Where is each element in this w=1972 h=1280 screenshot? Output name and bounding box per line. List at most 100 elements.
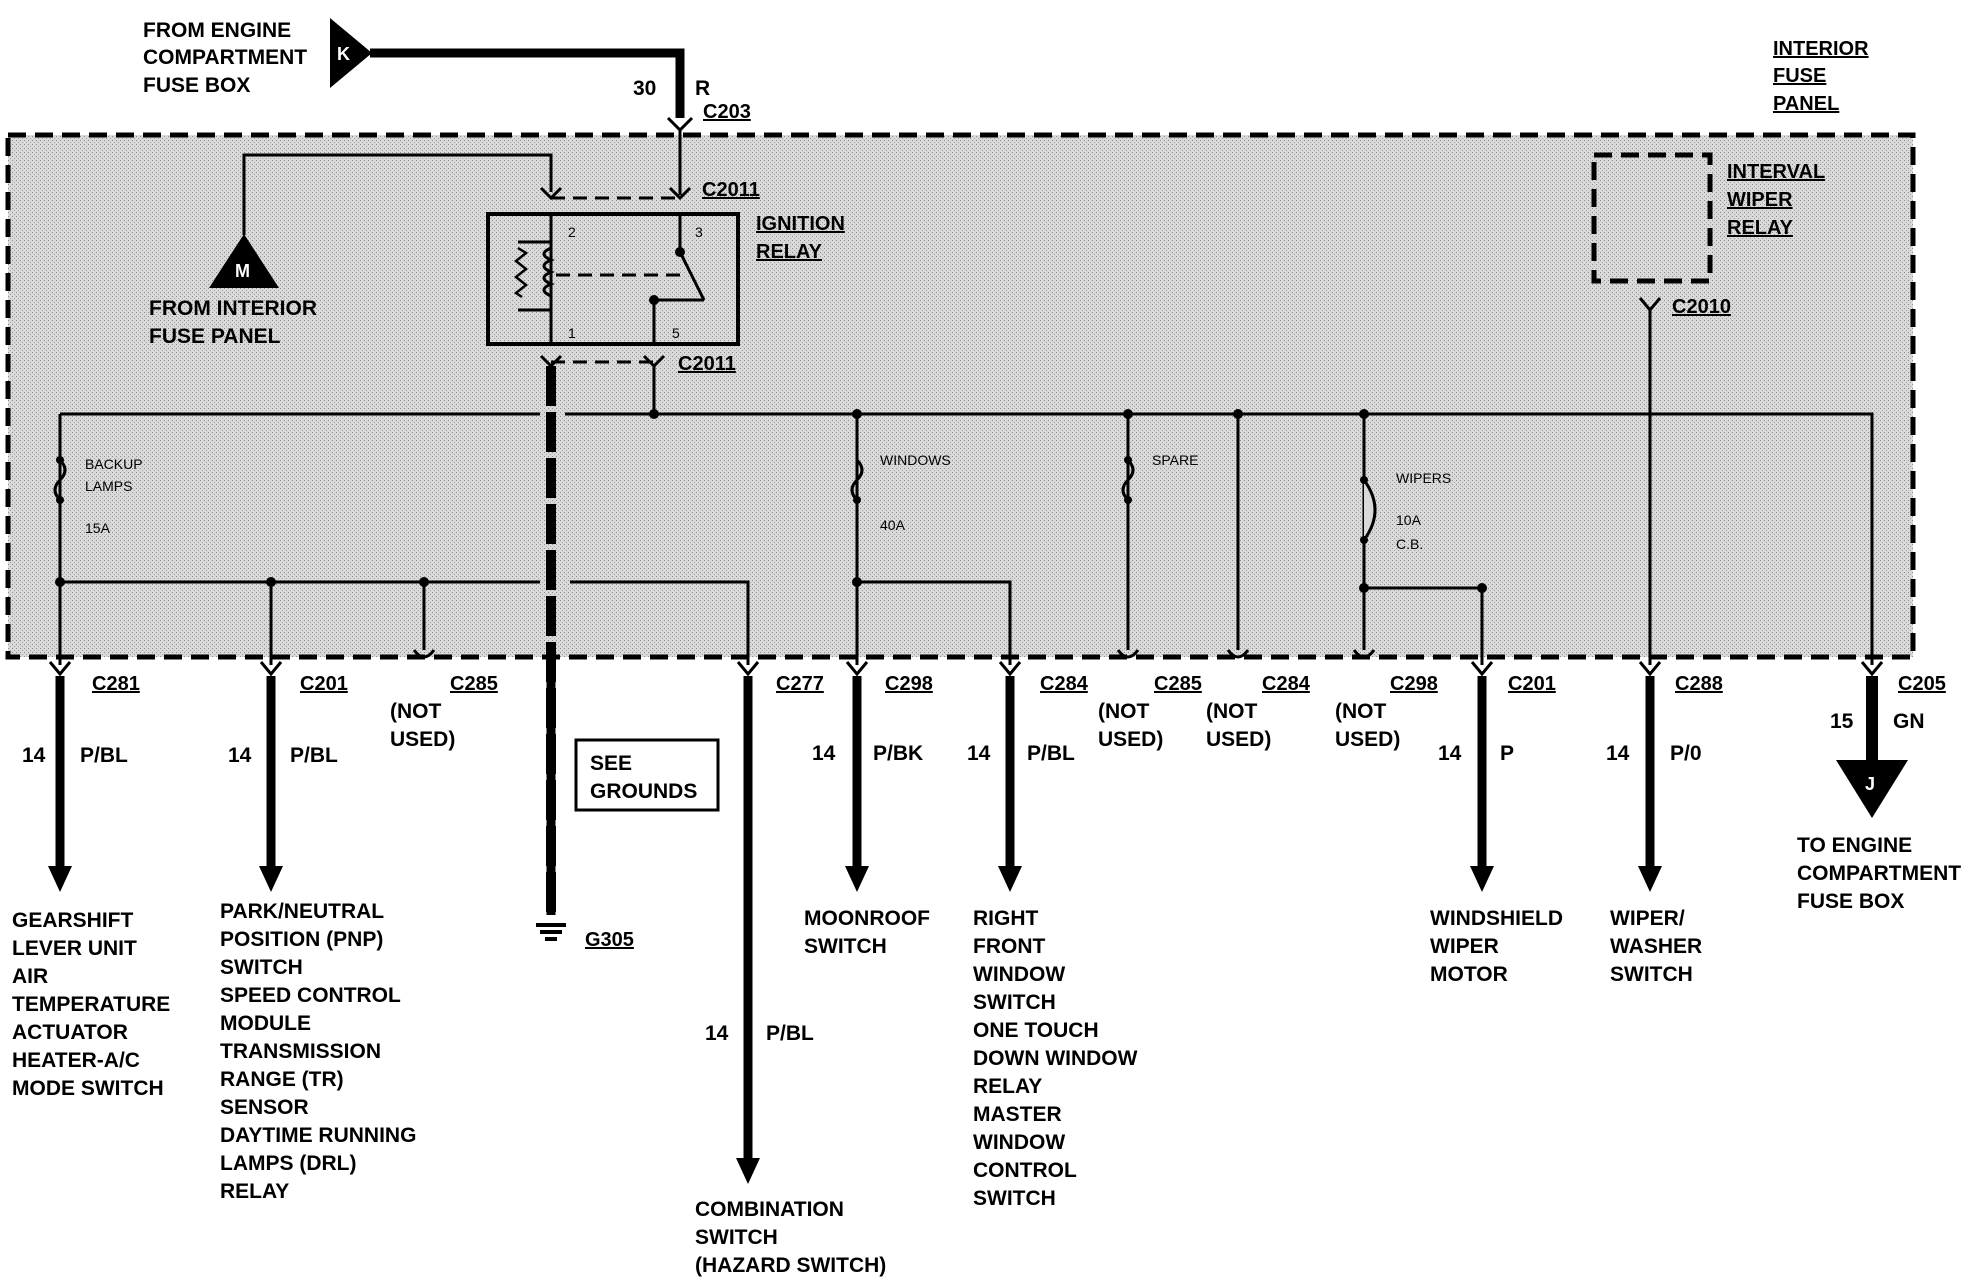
connector-c284a: C284	[1040, 673, 1089, 695]
c201b-terminal	[1470, 661, 1494, 677]
c298b-terminal	[1352, 649, 1376, 659]
dest-moonroof: MOONROOF SWITCH	[804, 907, 936, 958]
interior-fuse-panel-line3: PANEL	[1773, 93, 1839, 115]
c2011-top-terminal-left	[539, 186, 563, 201]
feed-gauge: 30	[633, 77, 656, 100]
out-c281-arrow	[48, 866, 72, 892]
connector-c201a: C201	[300, 673, 348, 695]
c285b-status2: USED)	[1098, 728, 1163, 751]
see-grounds-line2: GROUNDS	[590, 780, 697, 803]
c284b-status1: (NOT	[1206, 700, 1257, 723]
connector-c298a: C298	[885, 673, 933, 695]
bus-node-wipers	[1359, 409, 1369, 419]
from-engine-line1: FROM ENGINE	[143, 19, 291, 42]
c2011-top-terminal-right	[668, 186, 692, 201]
relay-pin-3: 3	[695, 224, 703, 240]
c284a-gauge: 14	[967, 742, 991, 765]
c277-terminal	[736, 661, 760, 677]
interior-fuse-panel-line1: INTERIOR	[1773, 38, 1869, 60]
out-c201b-arrow	[1470, 866, 1494, 892]
c288-color: P/0	[1670, 742, 1702, 765]
m-connector-marker	[209, 234, 279, 288]
out-c288-arrow	[1638, 866, 1662, 892]
fuse-wipers-note: C.B.	[1396, 536, 1423, 552]
wire-c205-in	[1860, 412, 1874, 665]
dest-wiper-washer: WIPER/ WASHER SWITCH	[1610, 907, 1708, 986]
c284a-terminal	[998, 661, 1022, 677]
connector-c2011-bottom: C2011	[678, 353, 736, 375]
c298b-status1: (NOT	[1335, 700, 1386, 723]
c285a-status1: (NOT	[390, 700, 441, 723]
k-connector-marker	[330, 18, 372, 88]
relay-contact-arm	[678, 251, 706, 301]
connector-c205: C205	[1898, 673, 1946, 695]
c284b-terminal	[1226, 649, 1250, 659]
spare-fuse-dot2	[1124, 496, 1132, 504]
feed-color: R	[695, 77, 710, 100]
connector-c288: C288	[1675, 673, 1723, 695]
c281-color: P/BL	[80, 744, 128, 767]
c201a-gauge: 14	[228, 744, 252, 767]
from-interior-line2: FUSE PANEL	[149, 325, 281, 348]
ignition-relay-box	[486, 212, 740, 346]
dest-gearshift: GEARSHIFT LEVER UNIT AIR TEMPERATURE ACT…	[12, 909, 176, 1100]
c288-terminal	[1638, 661, 1662, 677]
bus-node-relay	[649, 409, 659, 419]
ground-g305: G305	[585, 929, 634, 951]
see-grounds-box	[574, 738, 720, 812]
c285a-status2: USED)	[390, 728, 455, 751]
connector-c201b: C201	[1508, 673, 1556, 695]
spare-fuse-dot1	[1124, 456, 1132, 464]
out-c277-arrow	[736, 1158, 760, 1184]
fuse-backup-rating: 15A	[85, 520, 111, 536]
dest-combination: COMBINATION SWITCH (HAZARD SWITCH)	[695, 1198, 886, 1277]
c201a-color: P/BL	[290, 744, 338, 767]
c201b-color: P	[1500, 742, 1514, 765]
bus-node-c284b	[1233, 409, 1243, 419]
dest-pnp: PARK/NEUTRAL POSITION (PNP) SWITCH SPEED…	[220, 900, 422, 1203]
windows-fuse-dot	[853, 496, 861, 504]
interior-fuse-panel-region	[5, 132, 1916, 660]
connector-c298b: C298	[1390, 673, 1438, 695]
ignition-relay-title1: IGNITION	[756, 213, 845, 235]
spare-fuse-icon	[1121, 458, 1135, 502]
output-wires	[48, 676, 1908, 1184]
c203-terminal	[666, 116, 694, 133]
wipers-node-b	[1477, 583, 1487, 593]
connector-c281: C281	[92, 673, 140, 695]
from-engine-line3: FUSE BOX	[143, 74, 250, 97]
connector-c284b: C284	[1262, 673, 1311, 695]
fuse-backup-name2: LAMPS	[85, 478, 132, 494]
dest-engine-fuse-box: TO ENGINE COMPARTMENT FUSE BOX	[1797, 834, 1967, 913]
c205-terminal	[1860, 661, 1884, 677]
bus-node-windows	[852, 409, 862, 419]
c201a-terminal	[259, 661, 283, 677]
interval-wiper-line1: INTERVAL	[1727, 161, 1825, 183]
c285b-status1: (NOT	[1098, 700, 1149, 723]
relay-pin5-dot	[649, 295, 659, 305]
connector-c2010: C2010	[1672, 296, 1731, 318]
c277-gauge: 14	[705, 1022, 729, 1045]
dest-window: RIGHT FRONT WINDOW SWITCH ONE TOUCH DOWN…	[973, 907, 1143, 1210]
out-c201a-arrow	[259, 866, 283, 892]
c284a-color: P/BL	[1027, 742, 1075, 765]
backup-fuse-dot1	[56, 456, 64, 464]
relay-pin-5: 5	[672, 325, 680, 341]
c277-color: P/BL	[766, 1022, 814, 1045]
c281-gauge: 14	[22, 744, 46, 767]
m-marker-label: M	[235, 261, 250, 281]
interior-fuse-panel-line2: FUSE	[1773, 65, 1826, 87]
see-grounds-line1: SEE	[590, 752, 632, 775]
c205-color: GN	[1893, 710, 1925, 733]
c288-gauge: 14	[1606, 742, 1630, 765]
fuse-windows-name: WINDOWS	[880, 452, 951, 468]
interval-wiper-line2: WIPER	[1727, 189, 1793, 211]
c281-terminal	[48, 661, 72, 677]
windows-branch-bus	[857, 580, 1012, 665]
backup-fuse-icon	[53, 458, 67, 502]
wipers-node-a	[1359, 583, 1369, 593]
k-marker-label: K	[337, 44, 350, 64]
from-engine-line2: COMPARTMENT	[143, 46, 307, 69]
c205-gauge: 15	[1830, 710, 1854, 733]
